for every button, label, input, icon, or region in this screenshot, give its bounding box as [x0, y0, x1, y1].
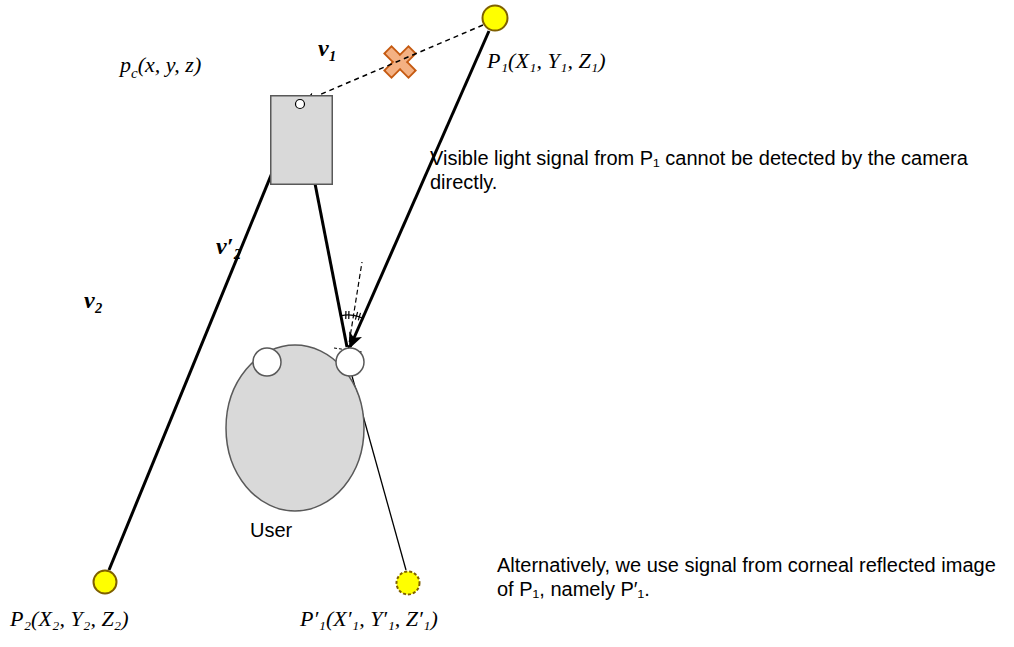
note-text: Alternatively, we use signal from cornea…: [497, 553, 1007, 601]
blocked-cross: [376, 38, 424, 86]
light-source: P′₁(X′₁, Y′₁, Z′₁): [395, 570, 421, 596]
node-outline: [270, 95, 333, 185]
node-outline: [481, 4, 509, 32]
node-outline: [395, 570, 421, 596]
point-label: P′₁(X′₁, Y′₁, Z′₁): [300, 606, 438, 632]
vector-label: v₁: [318, 34, 337, 62]
camera-box: pc(x, y, z): [270, 95, 333, 185]
point-label-part: p: [120, 52, 131, 77]
equal-angle-ticks: [346, 311, 361, 320]
head-outline: [226, 345, 364, 511]
light-source-circle: [483, 6, 508, 31]
vector-arrow: [305, 25, 483, 101]
light-source-circle: [397, 572, 420, 595]
note-text: Visible light signal from P₁ cannot be d…: [430, 146, 1005, 194]
subscript: c: [131, 65, 138, 81]
eye: [253, 348, 281, 376]
point-label: P₁(X₁, Y₁, Z₁): [487, 48, 606, 74]
point-label: P₂(X₂, Y₂, Z₂): [10, 606, 129, 632]
eye: [336, 348, 364, 376]
node-outline: [92, 569, 118, 595]
vector-label: v₂: [84, 286, 103, 314]
camera-body: [271, 96, 333, 185]
point-label: pc(x, y, z): [120, 52, 201, 80]
node-outline: [225, 344, 365, 512]
light-source: P₂(X₂, Y₂, Z₂): [92, 569, 118, 595]
light-source: P₁(X₁, Y₁, Z₁): [481, 4, 509, 32]
user-label: User: [250, 518, 292, 542]
camera-point: [296, 100, 305, 109]
light-source-circle: [94, 571, 117, 594]
point-label-part: (x, y, z): [138, 52, 202, 77]
user-head: User: [225, 344, 365, 512]
vector-label: v′₂: [216, 232, 242, 260]
